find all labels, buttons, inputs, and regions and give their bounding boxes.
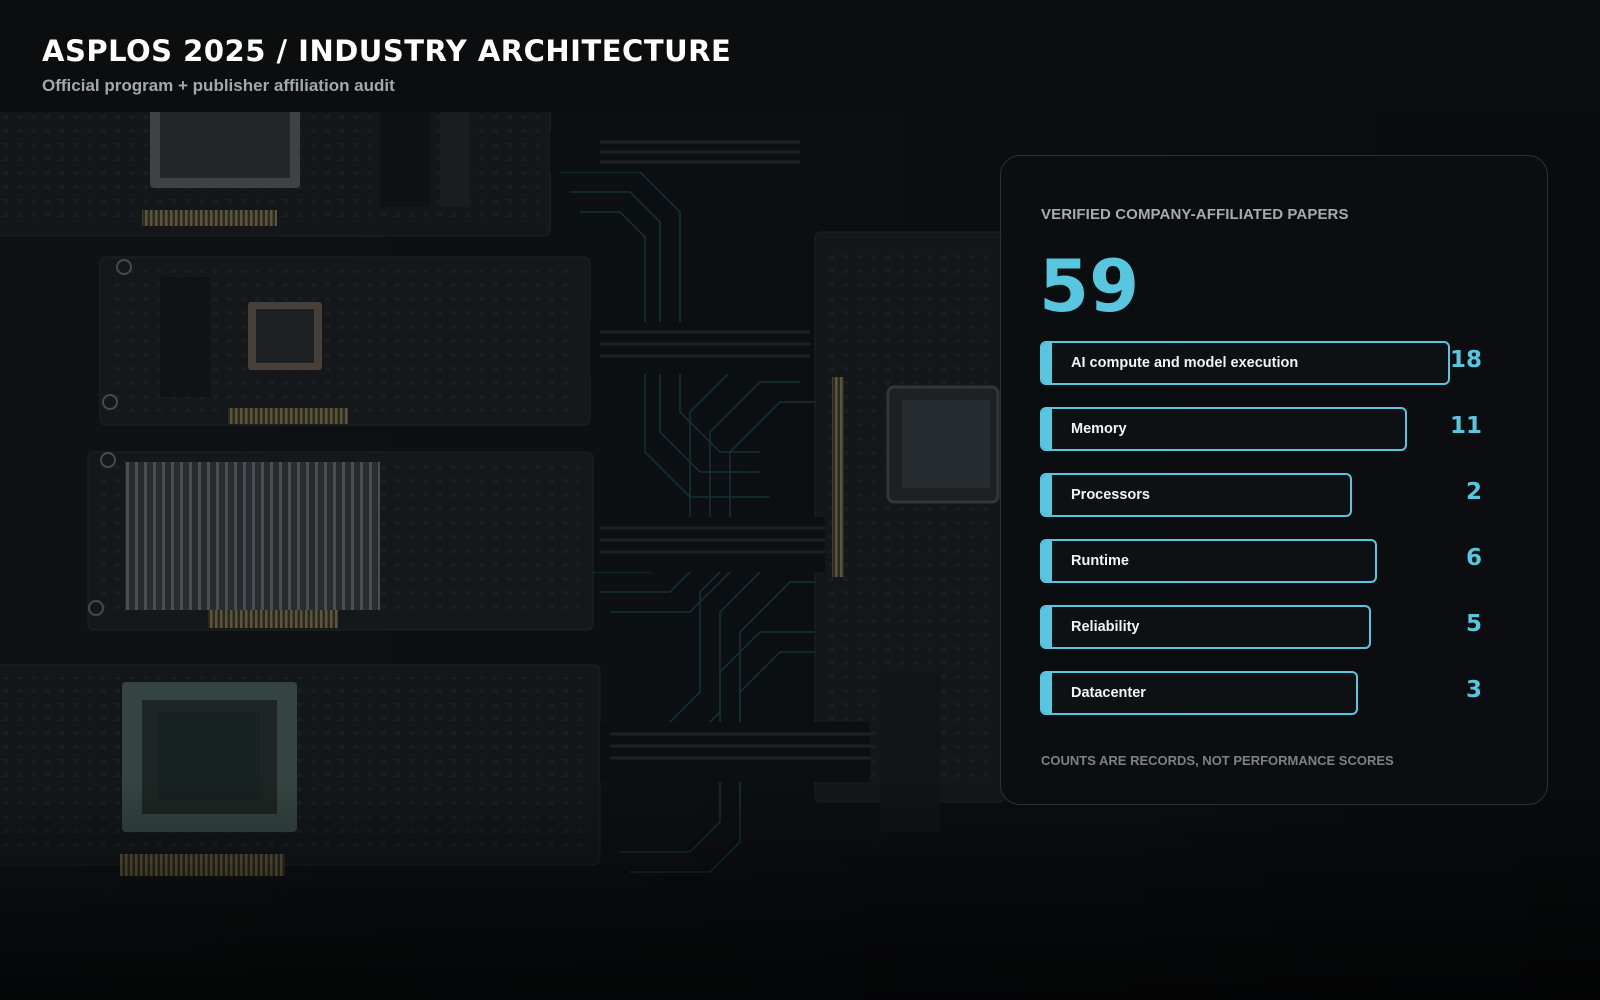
bar-accent — [1042, 475, 1052, 515]
bar-label: Memory — [1071, 421, 1127, 437]
bar-label: AI compute and model execution — [1071, 355, 1299, 371]
bar-accent — [1042, 607, 1052, 647]
card-footnote: COUNTS ARE RECORDS, NOT PERFORMANCE SCOR… — [1041, 753, 1394, 768]
category-bar: Datacenter — [1040, 671, 1359, 715]
card-label: VERIFIED COMPANY-AFFILIATED PAPERS — [1041, 206, 1349, 223]
category-bar: Processors — [1040, 473, 1353, 517]
affiliation-summary-card: VERIFIED COMPANY-AFFILIATED PAPERS 59 AI… — [1000, 155, 1548, 805]
bar-label: Datacenter — [1071, 685, 1146, 701]
bar-label: Runtime — [1071, 553, 1129, 569]
bar-value-label: 6 — [1465, 545, 1482, 571]
bar-value-label: 3 — [1465, 677, 1482, 703]
bar-label: Reliability — [1071, 619, 1140, 635]
category-bar: Memory — [1040, 407, 1408, 451]
bar-value-label: 2 — [1465, 479, 1482, 505]
page-subtitle: Official program + publisher affiliation… — [42, 76, 395, 95]
bar-accent — [1042, 343, 1052, 383]
bar-value-label: 18 — [1449, 347, 1482, 373]
bar-accent — [1042, 409, 1052, 449]
category-bar: Runtime — [1040, 539, 1377, 583]
total-papers-count: 59 — [1039, 244, 1140, 328]
bar-value-label: 5 — [1465, 611, 1482, 637]
bar-accent — [1042, 673, 1052, 713]
bar-accent — [1042, 541, 1052, 581]
page-title: ASPLOS 2025 / INDUSTRY ARCHITECTURE — [42, 34, 732, 68]
page-header: ASPLOS 2025 / INDUSTRY ARCHITECTURE Offi… — [0, 0, 1600, 112]
category-bar: Reliability — [1040, 605, 1371, 649]
category-bar: AI compute and model execution — [1040, 341, 1450, 385]
bar-value-label: 11 — [1449, 413, 1482, 439]
bar-label: Processors — [1071, 487, 1150, 503]
